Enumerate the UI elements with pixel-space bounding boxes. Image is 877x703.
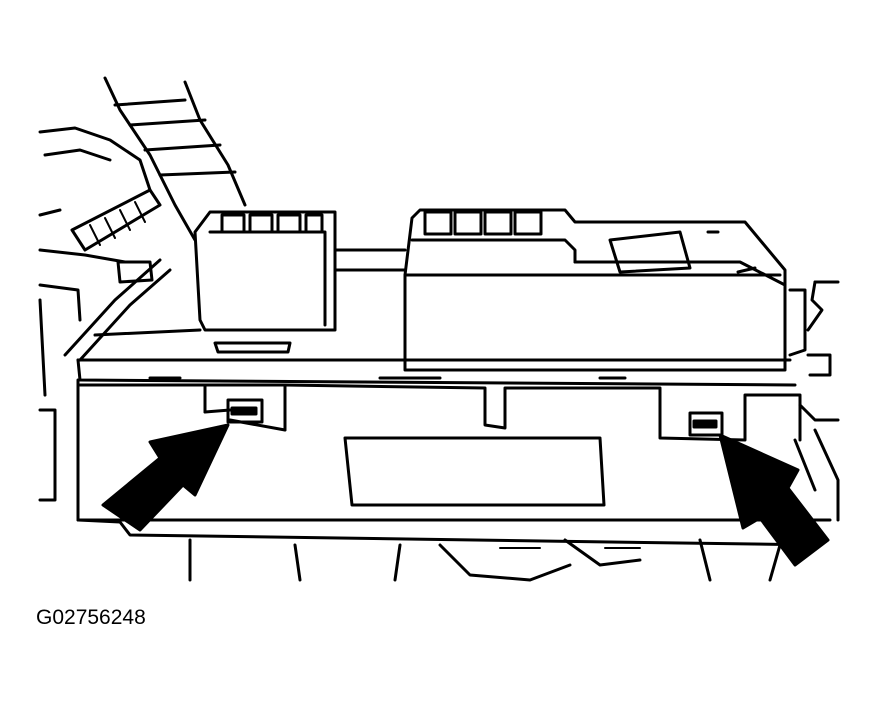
right-release-tab [688,411,724,437]
top-rail [76,248,797,387]
figure-id-label: G02756248 [36,606,146,629]
module-illustration [38,76,840,582]
right-pointer-arrow [718,433,830,567]
fuse-box-housing [76,376,832,582]
left-release-tab [226,398,264,424]
left-connector [193,210,337,354]
left-pointer-arrow [101,423,230,532]
right-bracket [788,280,840,522]
wiring-harness [38,76,247,502]
relay-module [403,208,787,372]
